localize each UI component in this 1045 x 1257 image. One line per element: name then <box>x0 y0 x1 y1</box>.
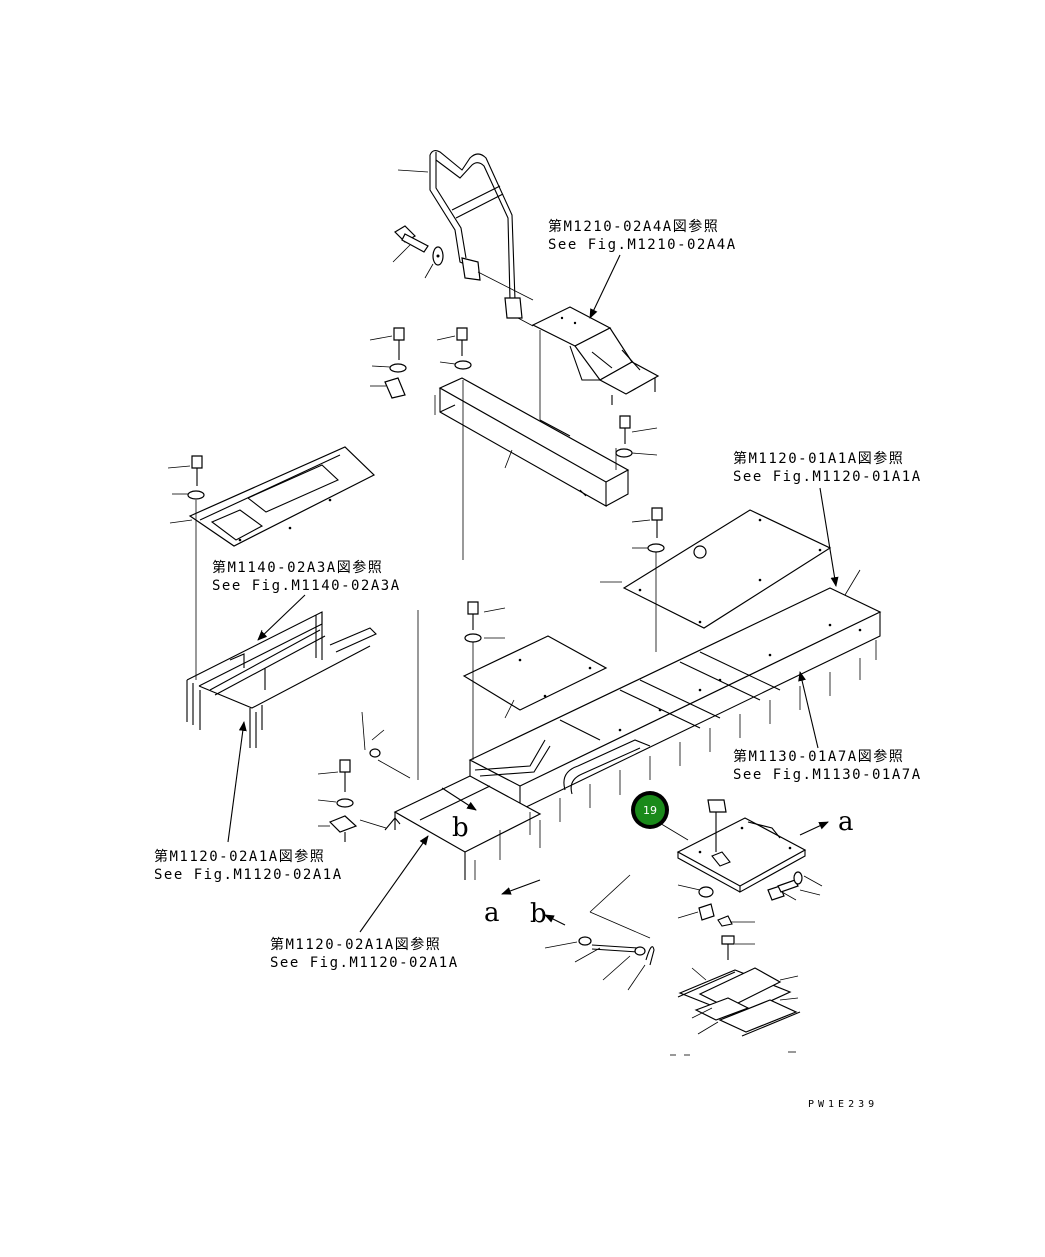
reference-m1120-02-left-en: See Fig.M1120-02A1A <box>154 867 343 883</box>
connector-b-lower: b <box>530 899 547 929</box>
reference-m1120-02-bottom-jp: 第M1120-02A1A図参照 <box>270 936 441 953</box>
callout-19[interactable]: 19 <box>631 791 669 829</box>
main-frame <box>393 587 882 880</box>
reference-m1130-en: See Fig.M1130-01A7A <box>733 767 922 783</box>
lower-left-hardware <box>317 711 411 842</box>
left-frame <box>186 611 377 748</box>
item-19-step-plate <box>589 799 823 960</box>
reference-m1210: 第M1210-02A4A図参照 See Fig.M1210-02A4A <box>548 218 737 253</box>
reference-m1120-01-en: See Fig.M1120-01A1A <box>733 469 922 485</box>
left-cover-panel <box>167 446 376 680</box>
reference-m1120-01-jp: 第M1120-01A1A図参照 <box>733 450 904 467</box>
callout-19-fill <box>635 795 665 825</box>
connector-a-right: a <box>838 807 854 837</box>
connector-b-center: b <box>452 813 469 843</box>
pin-hardware <box>544 936 655 991</box>
reference-m1120-01: 第M1120-01A1A図参照 See Fig.M1120-01A1A <box>733 450 922 485</box>
reference-m1130: 第M1130-01A7A図参照 See Fig.M1130-01A7A <box>733 748 922 783</box>
reference-m1210-jp: 第M1210-02A4A図参照 <box>548 218 719 235</box>
handrail-assembly <box>392 149 534 327</box>
callout-19-number: 19 <box>643 804 657 817</box>
step-bracket <box>531 306 660 420</box>
reference-m1140: 第M1140-02A3A図参照 See Fig.M1140-02A3A <box>212 559 401 594</box>
reference-m1210-en: See Fig.M1210-02A4A <box>548 237 737 253</box>
reference-m1120-02-left-jp: 第M1120-02A1A図参照 <box>154 848 325 865</box>
center-plate <box>417 601 608 780</box>
reference-m1120-02-bottom: 第M1120-02A1A図参照 See Fig.M1120-02A1A <box>270 936 459 971</box>
reference-leaders <box>227 254 839 939</box>
connector-a-left: a <box>484 898 500 928</box>
reference-m1140-jp: 第M1140-02A3A図参照 <box>212 559 383 576</box>
decal-sheets <box>670 967 801 1056</box>
reference-m1120-02-bottom-en: See Fig.M1120-02A1A <box>270 955 459 971</box>
reference-m1140-en: See Fig.M1140-02A3A <box>212 578 401 594</box>
reference-m1130-jp: 第M1130-01A7A図参照 <box>733 748 904 765</box>
upper-center-cover <box>369 327 658 560</box>
reference-m1120-02-left: 第M1120-02A1A図参照 See Fig.M1120-02A1A <box>154 848 343 883</box>
drawing-code: PW1E239 <box>808 1099 878 1110</box>
frame-underside-hatching <box>474 640 877 880</box>
